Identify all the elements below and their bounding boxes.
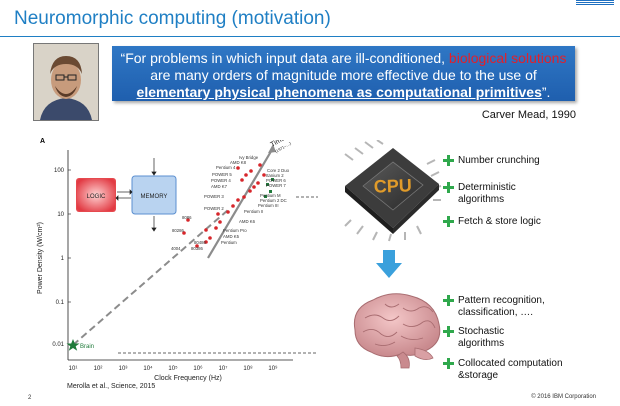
label-amd-k7: AMD K7 — [211, 184, 228, 189]
plus-icon — [443, 216, 454, 227]
bullet-fetch-store: Fetch & store logic — [443, 216, 541, 228]
label-amd-k5: AMD K5 — [223, 234, 240, 239]
slide-title: Neuromorphic computing (motivation) — [14, 8, 331, 29]
label-pentium: Pentium — [221, 240, 237, 245]
label-power-7: POWER 7 — [266, 183, 286, 188]
y-tick-100: 100 — [54, 168, 65, 174]
bullet-collocated: Collocated computation &storage — [443, 358, 598, 382]
trend-line-dashed — [72, 209, 229, 346]
memory-block — [131, 175, 177, 215]
plus-icon — [443, 182, 454, 193]
quote-text-3: ”. — [541, 84, 551, 100]
bullet-deterministic: Deterministic algorithms — [443, 182, 558, 206]
quote-emphasis-primitives: elementary physical phenomena as computa… — [136, 84, 542, 100]
label-ivy-bridge: Ivy Bridge — [239, 155, 259, 160]
quote-highlight-biological: biological solutions — [448, 50, 567, 66]
y-tick-10: 10 — [57, 212, 64, 218]
label-4004: 4004 — [171, 246, 181, 251]
x-tick-2: 10² — [94, 366, 103, 372]
label-8086: 8086 — [182, 215, 192, 220]
bullet-stochastic: Stochastic algorithms — [443, 326, 548, 350]
label-pentium-2-dc: Pentium 2 DC — [260, 198, 287, 203]
label-amd-k8: AMD K8 — [230, 160, 247, 165]
page-number: 2 — [28, 395, 32, 401]
y-tick-0.01: 0.01 — [52, 342, 64, 348]
x-tick-8: 10⁸ — [243, 365, 253, 372]
memory-label: MEMORY — [141, 194, 168, 200]
down-arrow-icon — [376, 250, 402, 278]
x-tick-4: 10⁴ — [143, 365, 153, 372]
label-power-5: POWER 5 — [212, 172, 232, 177]
quote-text-2: are many orders of magnitude more effect… — [150, 67, 537, 83]
label-core-2-duo: Core 2 Duo — [267, 168, 290, 173]
x-tick-7: 10⁷ — [219, 365, 228, 372]
ibm-logo — [576, 0, 614, 6]
bullet-pattern-recognition: Pattern recognition, classification, …. — [443, 295, 578, 319]
x-tick-1: 10¹ — [69, 366, 78, 372]
processor-points — [182, 163, 266, 248]
label-power-4: POWER 4 — [211, 178, 231, 183]
label-itanium-2: Itanium 2 — [266, 173, 284, 178]
label-amd-k6: AMD K6 — [239, 219, 256, 224]
brain-icon — [353, 293, 441, 369]
plus-icon — [443, 155, 454, 166]
label-pentium-iii: Pentium III — [258, 203, 279, 208]
panel-label: A — [40, 138, 46, 145]
quote-text-1: “For problems in which input data are il… — [120, 50, 449, 66]
x-tick-6: 10⁶ — [193, 365, 203, 372]
plus-icon — [443, 295, 454, 306]
power-density-figure: 100 10 1 0.1 0.01 10¹ 10² 10³ 10⁴ 10⁵ 10… — [37, 140, 318, 382]
x-tick-5: 10⁵ — [168, 365, 178, 372]
label-pentium-ii: Pentium II — [244, 209, 263, 214]
y-axis-label: Power Density (W/cm²) — [37, 222, 44, 294]
x-tick-3: 10³ — [119, 366, 128, 372]
brain-point-label: Brain — [80, 344, 94, 350]
plus-icon — [443, 358, 454, 369]
time-label: Time — [270, 140, 287, 149]
quote-attribution: Carver Mead, 1990 — [481, 109, 576, 121]
label-power-2: POWER 2 — [204, 206, 224, 211]
y-tick-0.1: 0.1 — [56, 300, 65, 306]
cpu-chip-icon: CPU — [344, 140, 442, 242]
time-trend-line — [207, 147, 274, 259]
label-pentium-pro: Pentium Pro — [223, 228, 247, 233]
title-divider — [0, 36, 620, 37]
logic-label: LOGIC — [87, 194, 106, 200]
cpu-chip-label: CPU — [373, 175, 412, 196]
label-power-6: POWER 6 — [266, 178, 286, 183]
brain-star-icon — [66, 339, 80, 351]
bullet-number-crunching: Number crunching — [443, 155, 540, 167]
x-axis-label: Clock Frequency (Hz) — [154, 375, 222, 382]
label-power-3: POWER 3 — [204, 194, 224, 199]
plus-icon — [443, 326, 454, 337]
mead-quote-box: “For problems in which input data are il… — [112, 46, 575, 101]
copyright: © 2016 IBM Corporation — [531, 394, 596, 400]
label-80386: 80386 — [191, 246, 204, 251]
label-pentium-4: Pentium 4 — [216, 165, 236, 170]
label-pentium-m: Pentium M — [260, 193, 281, 198]
label-80286: 80286 — [172, 228, 185, 233]
label-80486: 80486 — [194, 240, 207, 245]
citation: Merolla et al., Science, 2015 — [67, 383, 156, 390]
x-tick-9: 10⁹ — [268, 365, 278, 372]
time-arrow-head — [268, 144, 276, 153]
carver-mead-portrait — [33, 43, 99, 121]
y-tick-1: 1 — [61, 256, 65, 262]
